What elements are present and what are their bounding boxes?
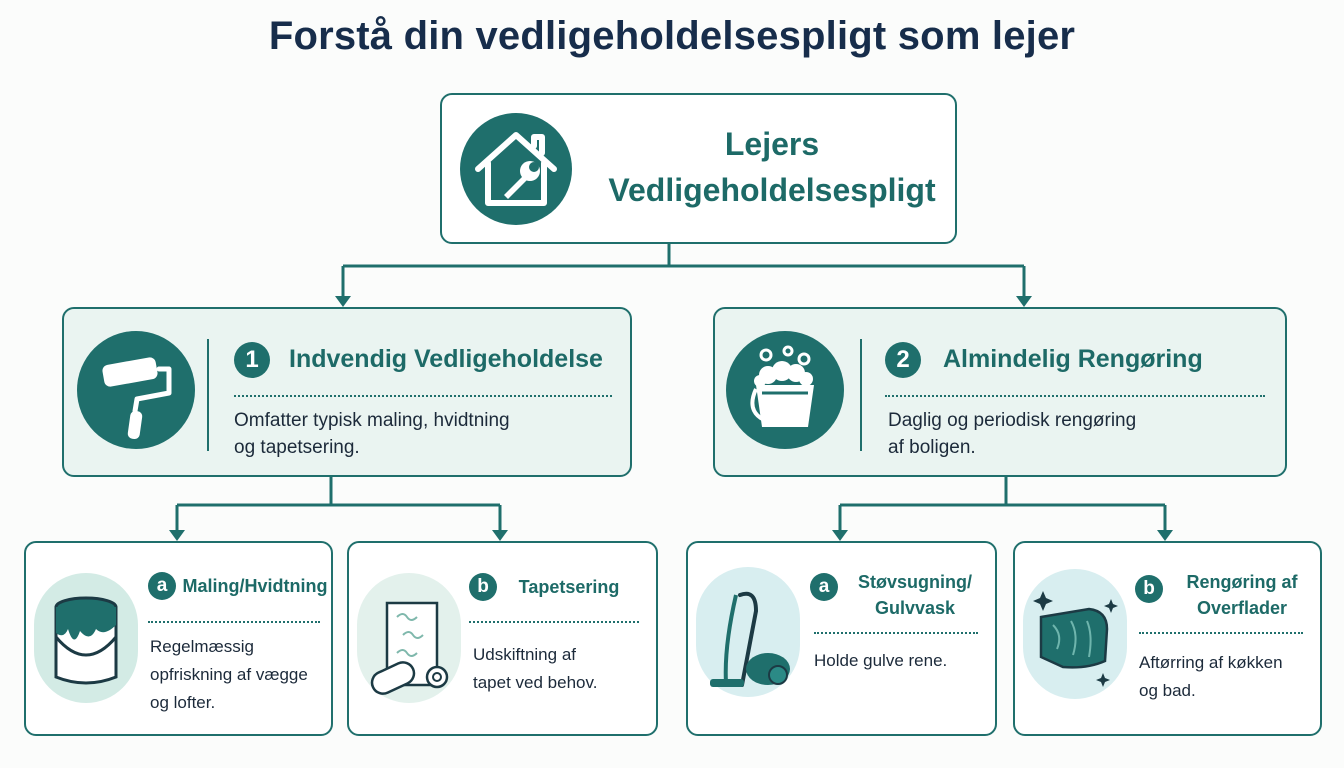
title-line: Overflader [1196, 598, 1288, 618]
level1-icon-circle [726, 331, 844, 449]
level2-icon-bg [357, 573, 461, 703]
level2-icon-bg [1023, 569, 1127, 699]
root-icon-circle [460, 113, 572, 225]
desc-line: opfriskning af vægge [150, 665, 308, 684]
level2-description: Regelmæssig opfriskning af vægge og loft… [150, 633, 330, 717]
level2-dotted-rule [1139, 632, 1303, 634]
soap-bucket-icon [750, 345, 814, 427]
title-line: Maling/Hvidtning [182, 576, 328, 596]
house-wrench-icon [475, 132, 557, 206]
root-title: Lejers Vedligeholdelsespligt [592, 121, 952, 213]
desc-line: og bad. [1139, 681, 1196, 700]
desc-line: tapet ved behov. [473, 673, 598, 692]
level2-description: Aftørring af køkken og bad. [1139, 649, 1319, 705]
level2-dotted-rule [469, 621, 639, 623]
letter-badge: b [1135, 575, 1163, 603]
level1-dotted-rule [885, 395, 1265, 397]
level2-icon-bg [34, 573, 138, 703]
letter-badge: a [148, 572, 176, 600]
desc-line: og lofter. [150, 693, 216, 712]
page-title: Forstå din vedligeholdelsespligt som lej… [268, 14, 1076, 58]
vacuum-cleaner-icon [710, 591, 790, 687]
level2-box-tapetsering: b Tapetsering Udskiftning af tapet ved b… [347, 541, 658, 736]
root-box: Lejers Vedligeholdelsespligt [440, 93, 957, 244]
desc-line: Udskiftning af [473, 645, 576, 664]
level2-box-maling: a Maling/Hvidtning Regelmæssig opfriskni… [24, 541, 333, 736]
level1-icon-circle [77, 331, 195, 449]
letter-badge: b [469, 573, 497, 601]
level2-title: Støvsugning/ Gulvvask [840, 569, 990, 621]
number-badge: 2 [885, 342, 921, 378]
title-line: Rengøring af [1186, 572, 1298, 592]
title-line: Gulvvask [874, 598, 956, 618]
level1-title: Indvendig Vedligeholdelse [289, 345, 603, 373]
level2-box-stovsugning: a Støvsugning/ Gulvvask Holde gulve rene… [686, 541, 997, 736]
level1-box-rengoring: 2 Almindelig Rengøring Daglig og periodi… [713, 307, 1287, 477]
cleaning-sponge-icon [1033, 591, 1118, 687]
level2-dotted-rule [148, 621, 320, 623]
level1-divider [860, 339, 862, 451]
root-title-line1: Lejers [724, 126, 820, 162]
desc-line: og tapetsering. [234, 437, 360, 458]
level2-description: Udskiftning af tapet ved behov. [473, 641, 653, 697]
level2-description: Holde gulve rene. [814, 647, 994, 675]
title-line: Tapetsering [518, 577, 620, 597]
number-badge: 1 [234, 342, 270, 378]
level2-title: Maling/Hvidtning [182, 573, 328, 599]
connector-l1-right [838, 477, 1167, 532]
desc-line: Regelmæssig [150, 637, 254, 656]
level1-dotted-rule [234, 395, 612, 397]
level1-title: Almindelig Rengøring [943, 345, 1203, 373]
paint-can-icon [54, 596, 118, 685]
desc-line: Omfatter typisk maling, hvidtning [234, 410, 510, 431]
level2-title: Tapetsering [501, 574, 637, 600]
letter-badge: a [810, 573, 838, 601]
paint-roller-icon [102, 357, 172, 440]
level1-divider [207, 339, 209, 451]
connector-root-to-level1 [341, 244, 1026, 298]
level1-description: Daglig og periodisk rengøring af boligen… [888, 407, 1278, 461]
level2-box-overflader: b Rengøring af Overflader Aftørring af k… [1013, 541, 1322, 736]
wallpaper-roll-icon [370, 601, 449, 695]
root-title-line2: Vedligeholdelsespligt [608, 172, 936, 208]
desc-line: Aftørring af køkken [1139, 653, 1283, 672]
title-line: Støvsugning/ [858, 572, 972, 592]
level2-dotted-rule [814, 632, 978, 634]
level2-title: Rengøring af Overflader [1167, 569, 1317, 621]
desc-line: Holde gulve rene. [814, 651, 948, 670]
level2-icon-bg [696, 567, 800, 697]
connector-l1-left [175, 477, 502, 532]
desc-line: af boligen. [888, 437, 976, 458]
level1-box-indvendig: 1 Indvendig Vedligeholdelse Omfatter typ… [62, 307, 632, 477]
level1-description: Omfatter typisk maling, hvidtning og tap… [234, 407, 624, 461]
desc-line: Daglig og periodisk rengøring [888, 410, 1137, 431]
